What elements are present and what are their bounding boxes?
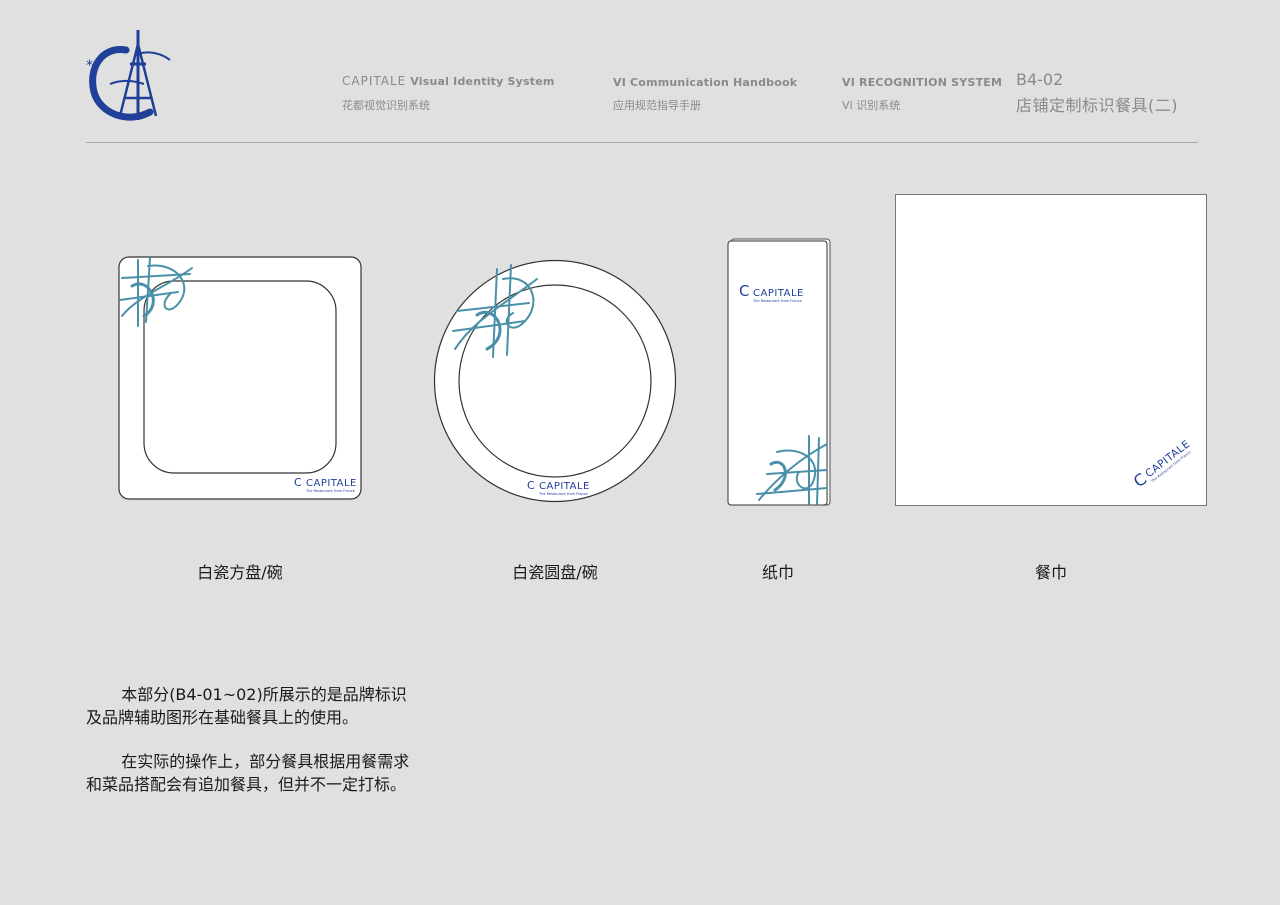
- header-handbook-cn: 应用规范指导手册: [613, 99, 701, 112]
- header-brand-system-cn: 花都视觉识别系统: [342, 99, 430, 112]
- header-handbook: VI Communication Handbook: [613, 76, 798, 89]
- svg-text:CAPITALE: CAPITALE: [539, 481, 590, 492]
- header-divider: [86, 142, 1198, 143]
- description: 本部分(B4-01~02)所展示的是品牌标识及品牌辅助图形在基础餐具上的使用。 …: [86, 684, 416, 796]
- label-paper-napkin: 纸巾: [761, 563, 794, 582]
- svg-text:CAPITALE: CAPITALE: [306, 478, 357, 489]
- header-brand-system: CAPITALE Visual Identity System: [342, 74, 555, 88]
- page-title: 店铺定制标识餐具(二): [1016, 96, 1178, 115]
- svg-text:The Restaurant from France: The Restaurant from France: [752, 299, 802, 303]
- svg-text:The Restaurant from France: The Restaurant from France: [305, 489, 355, 493]
- description-paragraph-1: 本部分(B4-01~02)所展示的是品牌标识及品牌辅助图形在基础餐具上的使用。: [86, 685, 407, 727]
- pattern-graphic: [452, 264, 538, 358]
- paper-napkin: C CAPITALE The Restaurant from France: [727, 238, 831, 506]
- pattern-graphic: [756, 435, 828, 505]
- label-round-plate: 白瓷圆盘/碗: [512, 563, 598, 582]
- square-plate: C CAPITALE The Restaurant from France: [118, 256, 362, 500]
- svg-text:C: C: [294, 476, 302, 489]
- brand-wordmark: C CAPITALE The Restaurant from France: [527, 479, 590, 496]
- svg-text:C: C: [527, 479, 535, 492]
- brand-logo: *: [80, 24, 176, 124]
- label-square-plate: 白瓷方盘/碗: [197, 563, 283, 582]
- pattern-graphic: [119, 257, 193, 327]
- description-paragraph-2: 在实际的操作上，部分餐具根据用餐需求和菜品搭配会有追加餐具，但并不一定打标。: [86, 752, 410, 794]
- label-cloth-napkin: 餐巾: [1034, 563, 1067, 582]
- svg-text:C: C: [739, 282, 749, 300]
- round-plate: C CAPITALE The Restaurant from France: [433, 259, 677, 503]
- header-recognition-cn: VI 识别系统: [842, 99, 901, 112]
- brand-wordmark: C CAPITALE The Restaurant from France: [294, 476, 357, 493]
- cloth-napkin: C CAPITALE The Restaurant from France: [895, 194, 1207, 506]
- page-code: B4-02: [1016, 70, 1064, 89]
- brand-wordmark: C CAPITALE The Restaurant from France: [739, 282, 804, 303]
- svg-text:*: *: [86, 58, 93, 74]
- svg-text:CAPITALE: CAPITALE: [753, 288, 804, 299]
- svg-text:The Restaurant from France: The Restaurant from France: [538, 492, 588, 496]
- header-recognition: VI RECOGNITION SYSTEM: [842, 76, 1003, 89]
